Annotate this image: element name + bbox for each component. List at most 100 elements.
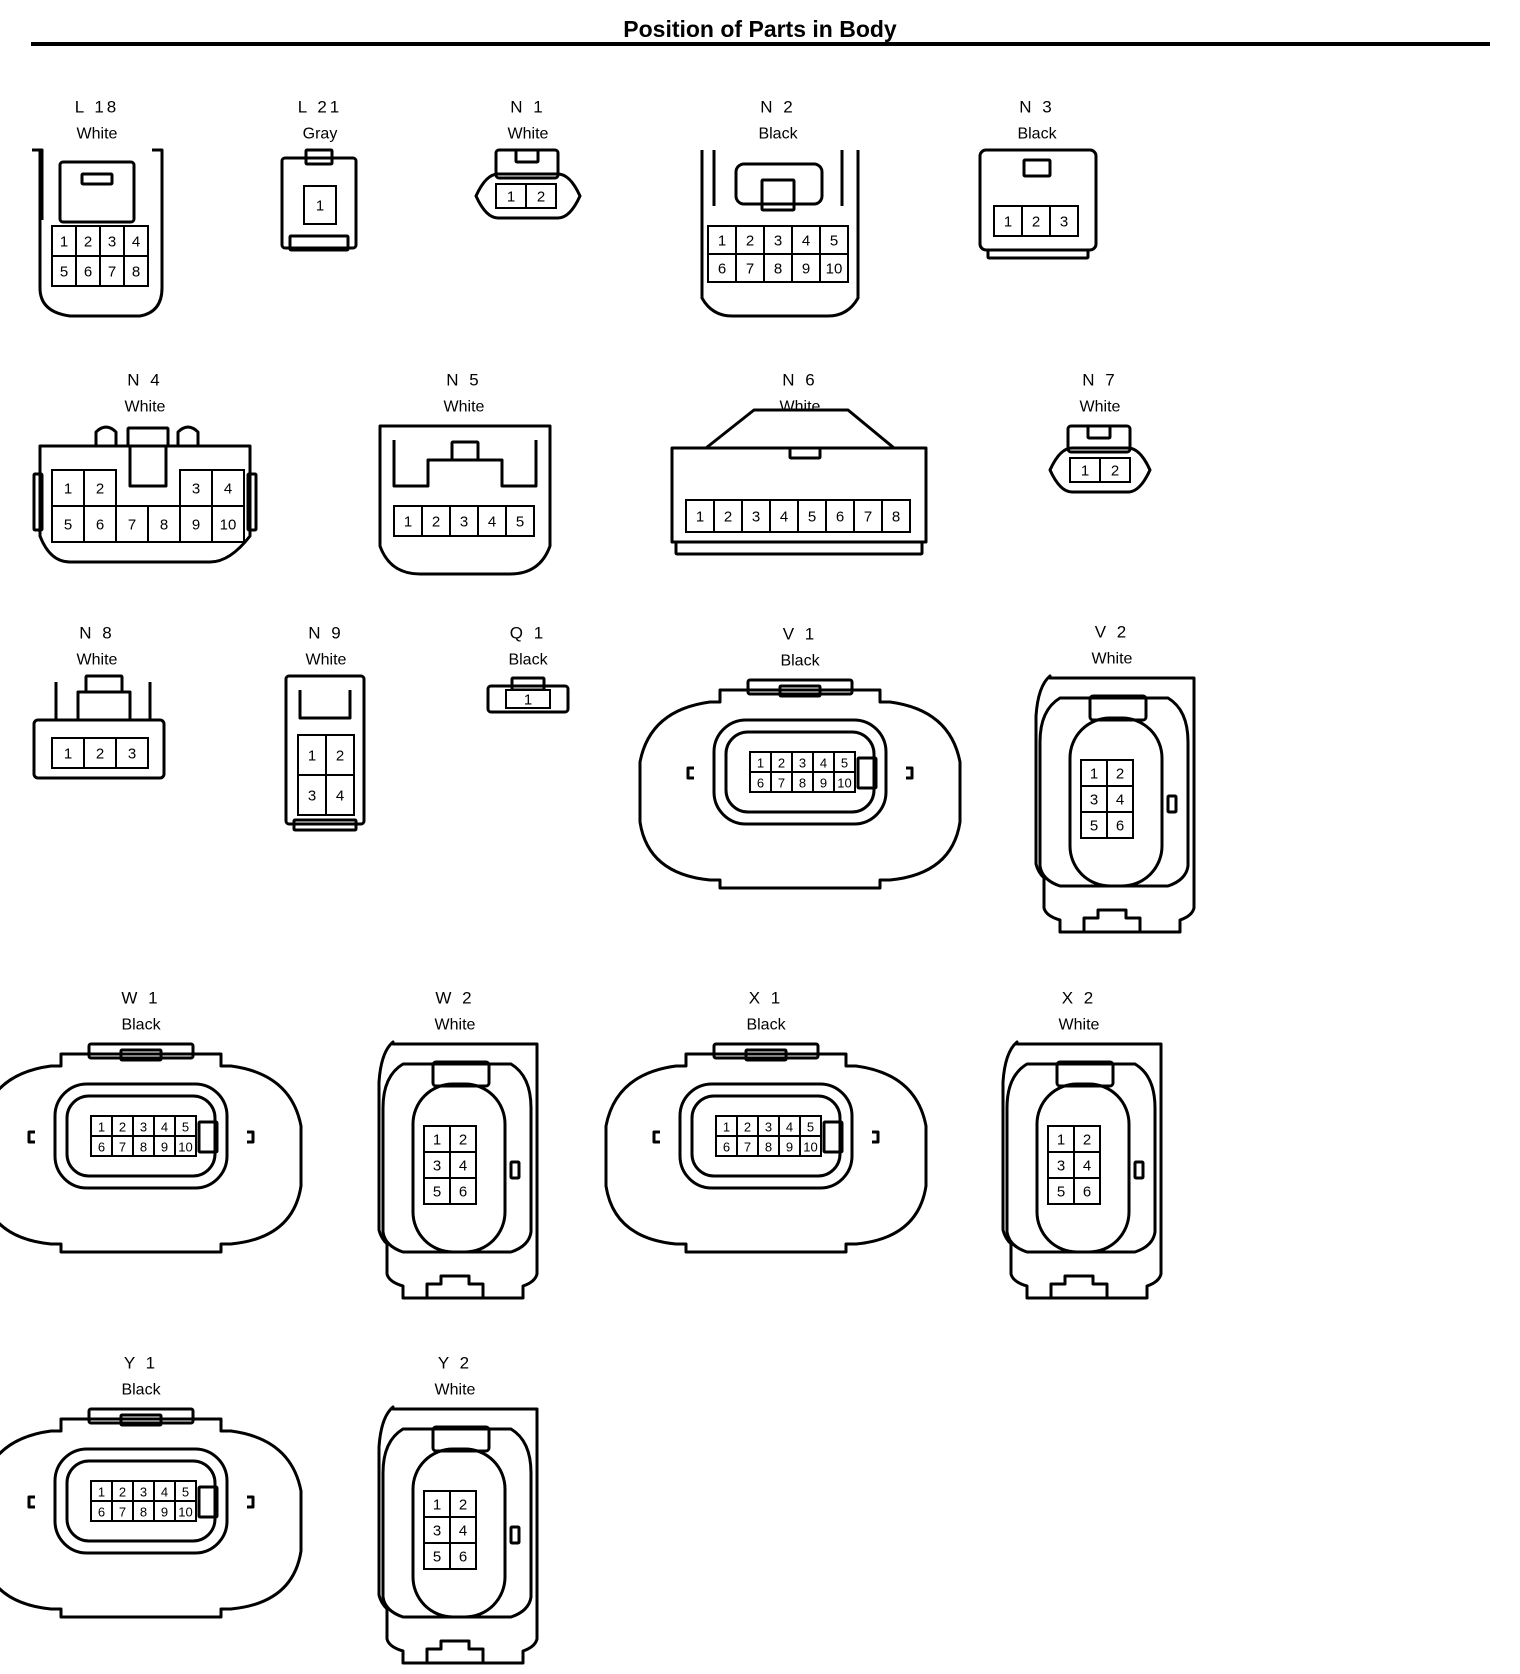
outer-shell <box>378 424 552 576</box>
pin-number: 9 <box>820 776 827 791</box>
pin-cell <box>1099 457 1131 483</box>
outer-shell <box>1001 1040 1163 1300</box>
pin-number: 1 <box>718 233 726 250</box>
base <box>292 818 358 832</box>
pin-number: 4 <box>161 1485 168 1500</box>
side-rib <box>27 1495 35 1509</box>
pin-number: 3 <box>433 1523 441 1540</box>
base <box>288 234 350 252</box>
pin-cell <box>993 205 1023 237</box>
pin-number: 2 <box>746 233 754 250</box>
latch-tab <box>778 684 822 698</box>
pin-number: 6 <box>96 517 104 534</box>
latch-tab <box>510 676 546 692</box>
pin-number: 3 <box>1090 792 1098 809</box>
inner-body <box>724 730 876 814</box>
connector-color: White <box>77 126 118 143</box>
seal-ring <box>1005 1062 1157 1254</box>
pin-number: 1 <box>1081 463 1089 480</box>
pin-number: 4 <box>802 233 810 250</box>
side-rib <box>32 472 44 532</box>
pin-cell <box>99 225 125 257</box>
connector-code: N 5 <box>446 371 481 390</box>
pin-number: 5 <box>808 509 816 526</box>
pin-number: 5 <box>1057 1184 1065 1201</box>
pin-cell <box>393 505 423 537</box>
pin-cell <box>1073 1125 1101 1153</box>
pin-number: 4 <box>161 1120 168 1135</box>
seal-ring <box>381 1062 533 1254</box>
latch-top <box>431 1425 491 1453</box>
pin-number: 4 <box>336 788 344 805</box>
pin-cell <box>51 505 85 543</box>
title-underline <box>31 42 1490 46</box>
latch-top <box>84 674 124 694</box>
pin-number: 2 <box>1116 766 1124 783</box>
pin-number: 7 <box>128 517 136 534</box>
pin-number: 3 <box>128 746 136 763</box>
connector-code: V 1 <box>783 625 818 644</box>
pin-cell <box>423 1490 451 1518</box>
inner-body <box>1035 1082 1131 1254</box>
pin-number: 8 <box>140 1140 147 1155</box>
seal-ring <box>53 1447 229 1555</box>
pin-cell <box>174 1500 197 1522</box>
pin-cell <box>83 469 117 507</box>
bottom-clip <box>425 1639 485 1663</box>
connector-code: Y 1 <box>124 1354 158 1373</box>
bottom-clip <box>1082 908 1142 932</box>
base <box>674 540 924 556</box>
outer-shell <box>638 688 962 890</box>
pin-number: 3 <box>774 233 782 250</box>
lock-window <box>197 1120 219 1154</box>
pin-number: 1 <box>433 1497 441 1514</box>
pin-number: 10 <box>826 261 843 278</box>
pin-number: 1 <box>1090 766 1098 783</box>
outer-shell <box>0 1052 303 1254</box>
connector-code: N 8 <box>79 624 114 643</box>
outer-shell <box>280 156 358 250</box>
outer-shell <box>486 684 570 714</box>
lock-tab <box>509 1160 521 1180</box>
latch-tab <box>760 178 796 212</box>
connector-color: White <box>125 399 166 416</box>
pin-number: 2 <box>336 748 344 765</box>
pin-number: 5 <box>433 1549 441 1566</box>
pin-number: 2 <box>778 756 785 771</box>
latch-top <box>712 1042 820 1060</box>
latch-tab <box>119 1048 163 1062</box>
latch-top <box>304 148 334 166</box>
outer-shell <box>32 718 166 780</box>
pin-cell <box>51 737 85 769</box>
pin-cell <box>1047 1177 1075 1205</box>
pin-number: 6 <box>459 1549 467 1566</box>
connector-color: White <box>77 652 118 669</box>
connector-code: Q 1 <box>510 624 546 643</box>
center-key <box>128 446 168 488</box>
latch-tab <box>450 440 480 462</box>
side-rib <box>686 766 694 780</box>
pin-number: 2 <box>96 746 104 763</box>
connector-color: Black <box>780 653 820 670</box>
latch-tab <box>119 1413 163 1427</box>
pin-number: 2 <box>724 509 732 526</box>
seal-ring <box>678 1082 854 1190</box>
latch-tab <box>788 446 822 460</box>
outer-shell <box>0 1417 303 1619</box>
pin-number: 9 <box>192 517 200 534</box>
pin-cell <box>449 1490 477 1518</box>
pin-number: 8 <box>765 1140 772 1155</box>
side-latch <box>32 148 164 220</box>
pin-number: 10 <box>178 1505 192 1520</box>
pin-number: 2 <box>119 1485 126 1500</box>
pin-number: 4 <box>1083 1158 1091 1175</box>
outer-shell <box>1048 446 1152 494</box>
